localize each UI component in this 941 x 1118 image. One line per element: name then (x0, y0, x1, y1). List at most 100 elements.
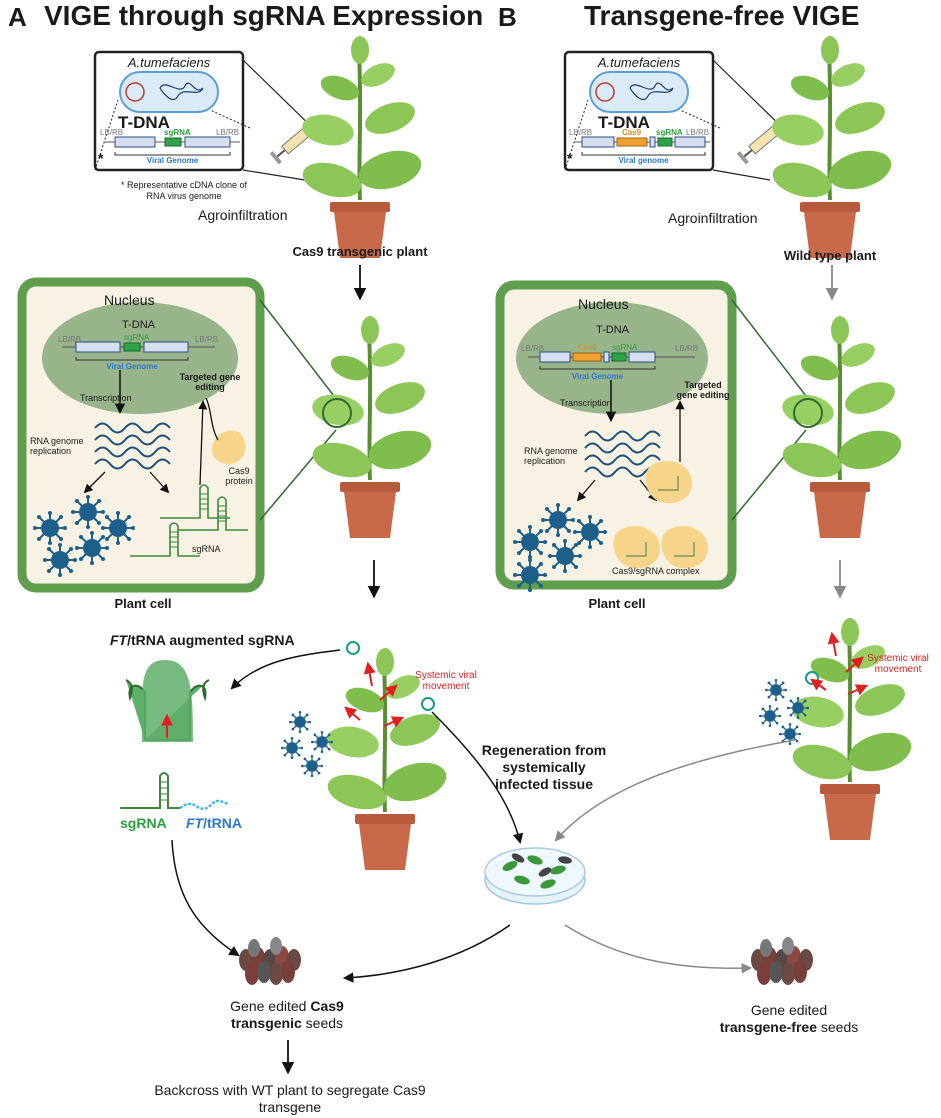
cell-a-lb-left: LB/RB (58, 335, 82, 344)
cell-b-targeted: Targeted gene editing (676, 380, 730, 400)
nucleus-b-label: Nucleus (578, 296, 629, 312)
viral-genome-segment (539, 351, 571, 363)
connector-line (242, 169, 306, 181)
flow-arrow (564, 924, 753, 974)
agro-label-a: Agroinfiltration (198, 207, 288, 223)
inset-a-lb-right: LB/RB (216, 128, 240, 137)
ft-trna-label: FT/tRNA (186, 815, 242, 831)
viral-genome-segment (581, 136, 615, 148)
agrobacterium-cell-b (589, 71, 689, 113)
panel-b-letter: B (498, 2, 517, 32)
zoom-line (564, 99, 589, 171)
flow-arrow (554, 739, 796, 842)
seeds-b-label: Gene edited transgene-free seeds (719, 1002, 859, 1035)
cell-a-sgrna-bottom: sgRNA (192, 544, 221, 554)
flow-arrow (83, 471, 106, 494)
inset-b-sgrna: sgRNA (656, 128, 683, 137)
inset-b-tdna: T-DNA (598, 113, 650, 132)
connector-line (712, 169, 771, 181)
regeneration-label: Regeneration from systemically infected … (481, 742, 607, 792)
inset-a-lb-left: LB/RB (100, 128, 124, 137)
systemic-label-a: Systemic viral movement (415, 670, 477, 692)
cell-b-transcription: Transcription (560, 398, 612, 408)
ft-sgrna-construct (120, 772, 229, 810)
viral-genome-segment (143, 341, 189, 353)
plasmid-icon (125, 82, 145, 102)
cell-a-tdna: T-DNA (122, 319, 155, 331)
viral-genome-bracket (539, 366, 656, 370)
inset-a-tdna: T-DNA (118, 113, 170, 132)
cell-b-cas9: Cas9 (578, 343, 597, 352)
viral-genome-segment (674, 136, 706, 148)
cell-b-tdna: T-DNA (596, 324, 629, 336)
viral-genome-segment (75, 341, 121, 353)
viral-genome-bracket (581, 152, 706, 156)
plant-icon (766, 34, 898, 260)
connector-line (259, 429, 337, 521)
systemic-arrows-a (344, 661, 405, 728)
agro-label-b: Agroinfiltration (668, 210, 758, 226)
cell-a-targeted: Targeted gene editing (179, 372, 241, 392)
inset-a-organism: A.tumefaciens (127, 55, 211, 70)
cell-a-lb-right: LB/RB (195, 335, 219, 344)
flow-arrow (431, 711, 524, 845)
flow-arrow (342, 924, 511, 983)
cell-b-replication: RNA genome replication (524, 446, 578, 466)
infection-site (346, 641, 360, 655)
connector-line (731, 299, 807, 397)
ft-trna-tunnel (141, 660, 193, 742)
plant-label-b: Wild type plant (783, 248, 877, 263)
virus-cluster-b2 (759, 679, 809, 745)
inset-b-lb-left: LB/RB (569, 128, 593, 137)
cell-a-transcription: Transcription (80, 393, 132, 403)
sgrna-cassette (611, 352, 627, 362)
plant-icon (306, 314, 438, 540)
inset-b-viral-genome: Viral genome (618, 156, 669, 165)
petri-dish-icon (484, 847, 586, 905)
inset-b-cas9: Cas9 (622, 128, 642, 137)
magnify-circle (322, 398, 352, 428)
panel-a-title: VIGE through sgRNA Expression (44, 0, 484, 31)
sgrna-label: sgRNA (120, 815, 167, 831)
viral-genome-segment (184, 136, 231, 148)
plant-icon (786, 616, 918, 842)
sgrna-cassette (123, 342, 141, 352)
cell-b-sgrna: sgRNA (612, 343, 638, 352)
seeds-icon (239, 937, 301, 985)
cas9-cassette (572, 352, 602, 362)
inset-b-organism: A.tumefaciens (597, 55, 681, 70)
panel-b-title: Transgene-free VIGE (584, 0, 860, 31)
plant-icon (296, 34, 428, 260)
chromosome-icon (159, 82, 204, 101)
sgrna-cassette (164, 137, 182, 147)
inset-b-lb-right: LB/RB (686, 128, 710, 137)
cell-b-viral-genome: Viral Genome (571, 372, 624, 381)
flow-line (205, 397, 219, 441)
cell-a-caption: Plant cell (114, 596, 172, 611)
agrobacterium-cell-a (119, 71, 219, 113)
flow-arrow (198, 400, 208, 486)
footnote: * Representative cDNA clone of RNA virus… (120, 180, 248, 201)
backcross-label: Backcross with WT plant to segregate Cas… (154, 1082, 426, 1115)
panel-a-letter: A (8, 2, 27, 32)
viral-genome-segment (603, 351, 610, 363)
flow-arrow (576, 479, 596, 502)
viral-genome-segment (114, 136, 156, 148)
viral-genome-segment (649, 136, 656, 148)
systemic-label-b: Systemic viral movement (867, 653, 929, 675)
nucleus-a (42, 302, 238, 414)
seeds-icon (751, 937, 813, 985)
viral-genome-segment (628, 351, 656, 363)
cell-a-viral-genome: Viral Genome (106, 362, 158, 371)
magnify-circle (793, 398, 823, 428)
connector-line (259, 299, 335, 397)
inset-b-asterisk: * (567, 150, 573, 166)
inset-a-asterisk: * (98, 150, 104, 166)
cas9-sgrna-complexes (613, 461, 708, 569)
plant-label-a: Cas9 transgenic plant (292, 244, 428, 259)
flow-arrow (230, 649, 341, 690)
plasmid-icon (595, 82, 615, 102)
flow-arrow (171, 839, 240, 957)
inset-a-sgrna: sgRNA (164, 128, 191, 137)
